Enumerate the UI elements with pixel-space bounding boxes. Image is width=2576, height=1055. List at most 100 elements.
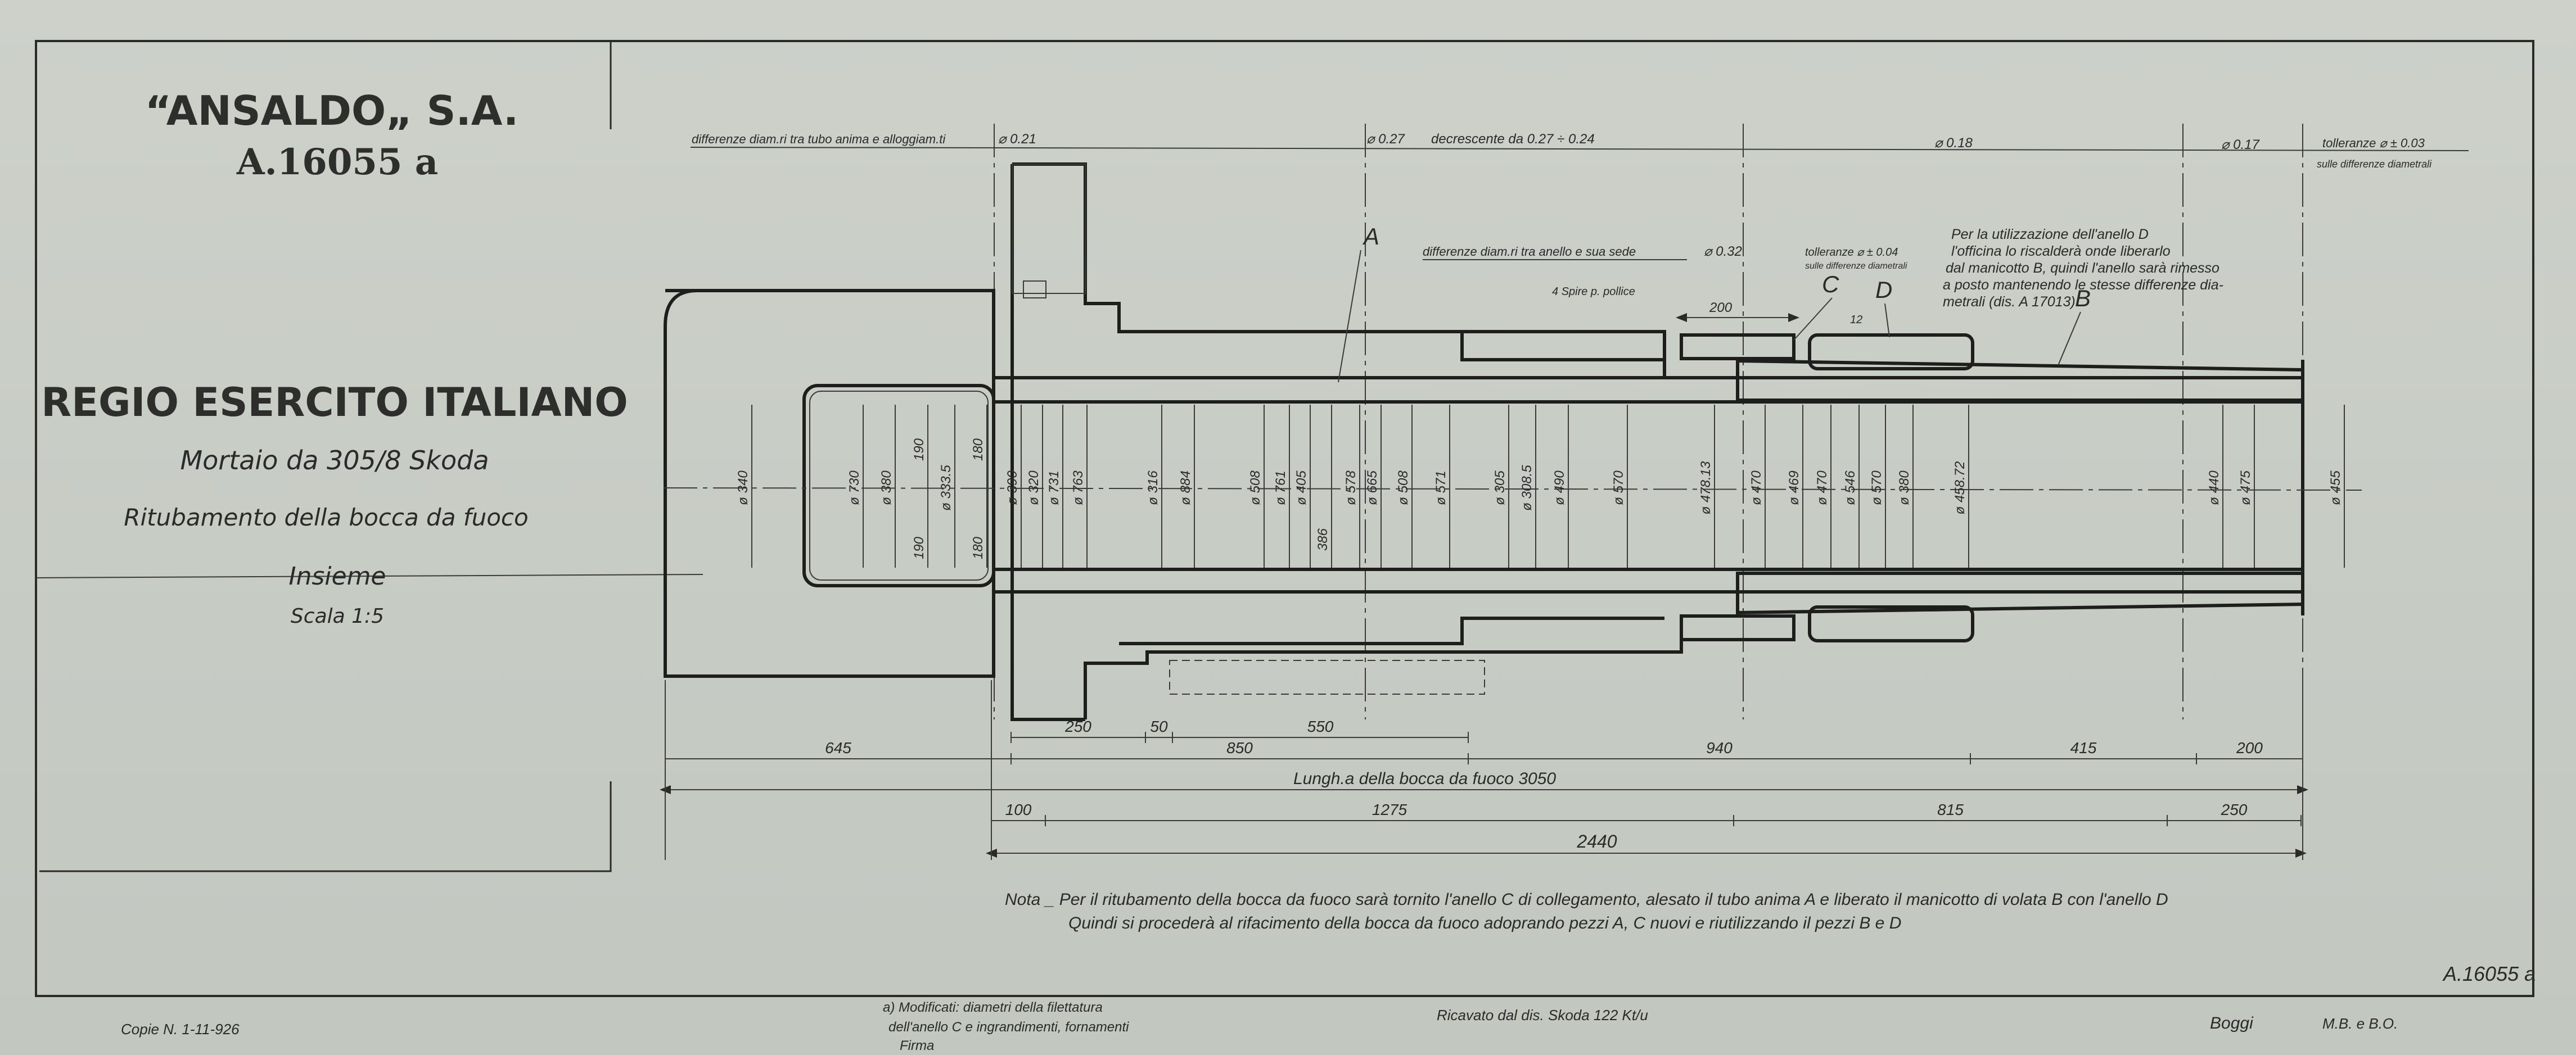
fold-line xyxy=(35,574,703,578)
title-block-corner xyxy=(39,781,612,872)
part-label-c: C xyxy=(1822,271,1839,297)
diff-anello-label: differenze diam.ri tra anello e sua sede xyxy=(1423,244,1636,259)
subject-title: Ritubamento della bocca da fuoco xyxy=(124,504,528,531)
diameter-label: ø 761 xyxy=(1273,470,1288,505)
diameter-label: 190 xyxy=(912,536,927,559)
tolerance-003-sub: sulle differenze diametrali xyxy=(2317,159,2432,170)
diameter-label: ø 570 xyxy=(1869,470,1884,505)
diameter-label: ø 478.13 xyxy=(1698,461,1713,514)
diameter-label: ø 340 xyxy=(736,470,751,505)
diameter-label: 386 xyxy=(1315,528,1330,551)
decrescente-label: decrescente da 0.27 ÷ 0.24 xyxy=(1431,132,1595,147)
diameter-label: ø 665 xyxy=(1365,470,1380,505)
diff-tube-label: differenze diam.ri tra tubo anima e allo… xyxy=(692,132,946,146)
dimension-value: 940 xyxy=(1706,739,1733,757)
diameter-label: ø 320 xyxy=(1026,470,1041,505)
dim-12: 12 xyxy=(1850,314,1862,326)
dimension-value: 100 xyxy=(1005,801,1032,818)
view-title: Insieme xyxy=(288,562,386,591)
svg-text:a posto mantenendo le stesse d: a posto mantenendo le stesse differenze … xyxy=(1943,277,2223,293)
diameter-label: ø 308.5 xyxy=(1519,465,1535,511)
svg-text:metrali (dis. A 17013): metrali (dis. A 17013) xyxy=(1943,294,2076,310)
diameter-label: ø 763 xyxy=(1071,470,1086,505)
dimension-value: 1275 xyxy=(1372,801,1407,818)
diameter-label: ø 546 xyxy=(1843,470,1858,505)
note-line-2: Quindi si procederà al rifacimento della… xyxy=(1068,914,1901,932)
svg-text:dal manicotto B, quindi l'anel: dal manicotto B, quindi l'anello sarà ri… xyxy=(1946,260,2219,276)
diameter-label: ø 440 xyxy=(2207,470,2222,505)
initials: M.B. e B.O. xyxy=(2322,1015,2398,1032)
tolerance-003: tolleranze ⌀ ± 0.03 xyxy=(2322,136,2425,150)
part-label-a: A xyxy=(1362,223,1379,250)
part-label-d: D xyxy=(1875,277,1892,303)
overall-dim-2440: 2440 xyxy=(1576,831,1617,852)
diameter-label: ø 455 xyxy=(2328,470,2343,505)
source-reference: Ricavato dal dis. Skoda 122 Kt/u xyxy=(1437,1007,1648,1024)
copies-note: Copie N. 1-11-926 xyxy=(121,1021,240,1038)
thread-pitch-label: 4 Spire p. pollice xyxy=(1552,286,1635,298)
tolerance-004: tolleranze ⌀ ± 0.04 xyxy=(1805,246,1898,259)
diameter-label: ø 571 xyxy=(1433,470,1449,505)
diameter-label: ø 570 xyxy=(1611,470,1626,505)
diameter-label: ø 508 xyxy=(1396,470,1411,505)
dimension-value: 200 xyxy=(2236,739,2263,757)
diameter-label: ø 305 xyxy=(1492,470,1508,505)
gun-section xyxy=(663,162,2362,721)
tolerance-027: ⌀ 0.27 xyxy=(1366,132,1405,147)
length-dimensions: 250 50 550 645 850 940 415 200 100 1275 815 250 xyxy=(660,680,2308,860)
modification-sign: Firma xyxy=(900,1038,934,1053)
dimension-value: 550 xyxy=(1307,718,1334,735)
tolerance-018: ⌀ 0.18 xyxy=(1934,135,1973,151)
tolerance-017: ⌀ 0.17 xyxy=(2221,137,2260,152)
diameter-label: ø 730 xyxy=(847,470,862,505)
diameter-label: 180 xyxy=(971,536,986,559)
modification-line-1: a) Modificati: diametri della filettatur… xyxy=(883,1000,1103,1015)
diameter-label: ø 390 xyxy=(1005,470,1020,505)
signature: Boggi xyxy=(2210,1014,2254,1033)
leader-lines xyxy=(1338,250,2081,383)
dimension-value: 850 xyxy=(1226,739,1253,757)
tolerance-021: ⌀ 0.21 xyxy=(998,132,1036,147)
svg-text:l'officina lo riscalderà onde: l'officina lo riscalderà onde liberarlo xyxy=(1951,243,2171,259)
diameter-label: ø 884 xyxy=(1178,470,1193,505)
diameter-label: 190 xyxy=(912,438,927,461)
anello-d-note: Per la utilizzazione dell'anello D l'off… xyxy=(1943,227,2223,310)
diameter-label: ø 469 xyxy=(1786,470,1802,505)
diameter-label: ø 316 xyxy=(1145,470,1161,505)
diameter-label: 180 xyxy=(971,438,986,461)
diameter-label: ø 380 xyxy=(1897,470,1912,505)
diameter-label: ø 731 xyxy=(1046,470,1062,505)
dimension-value: 250 xyxy=(2221,801,2248,818)
diameter-label: ø 470 xyxy=(1749,470,1764,505)
dimension-value: 250 xyxy=(1064,718,1091,735)
svg-text:Per la utilizzazione dell'anel: Per la utilizzazione dell'anello D xyxy=(1951,227,2149,242)
total-length-label: Lungh.a della bocca da fuoco 3050 xyxy=(1293,769,1556,788)
diameter-label: ø 380 xyxy=(879,470,894,505)
company-name: “ANSALDO„ S.A. xyxy=(145,87,518,134)
scale-label: Scala 1:5 xyxy=(291,605,384,628)
drawing-number: A.16055 a xyxy=(236,141,438,183)
diameter-label: ø 578 xyxy=(1343,470,1359,505)
diameter-label: ø 333.5 xyxy=(939,465,954,511)
tolerance-004-sub: sulle differenze diametrali xyxy=(1805,261,1907,271)
modification-line-2: dell'anello C e ingrandimenti, fornament… xyxy=(888,1020,1129,1035)
weapon-title: Mortaio da 305/8 Skoda xyxy=(180,445,489,476)
tolerance-032: ⌀ 0.32 xyxy=(1704,244,1742,259)
dim-200-ring: 200 xyxy=(1709,300,1733,315)
diameter-label: ø 475 xyxy=(2238,470,2253,505)
diameter-label: ø 405 xyxy=(1294,470,1309,505)
diameter-labels: ø 340 ø 730 ø 380 190 ø 333.5 180 ø 390 ø 320 ø … xyxy=(736,405,2345,568)
diameter-label: ø 490 xyxy=(1552,470,1567,505)
diameter-label: ø 470 xyxy=(1815,470,1830,505)
dimension-value: 50 xyxy=(1150,718,1168,735)
part-label-b: B xyxy=(2075,285,2091,311)
diameter-label: ø 508 xyxy=(1248,470,1263,505)
dimension-value: 415 xyxy=(2070,739,2097,757)
note-line-1: Nota _ Per il ritubamento della bocca da… xyxy=(1005,890,2168,909)
sheet-border xyxy=(35,40,2534,997)
dimension-value: 645 xyxy=(825,739,851,757)
dimension-value: 815 xyxy=(1937,801,1964,818)
diameter-label: ø 458.72 xyxy=(1952,461,1968,515)
